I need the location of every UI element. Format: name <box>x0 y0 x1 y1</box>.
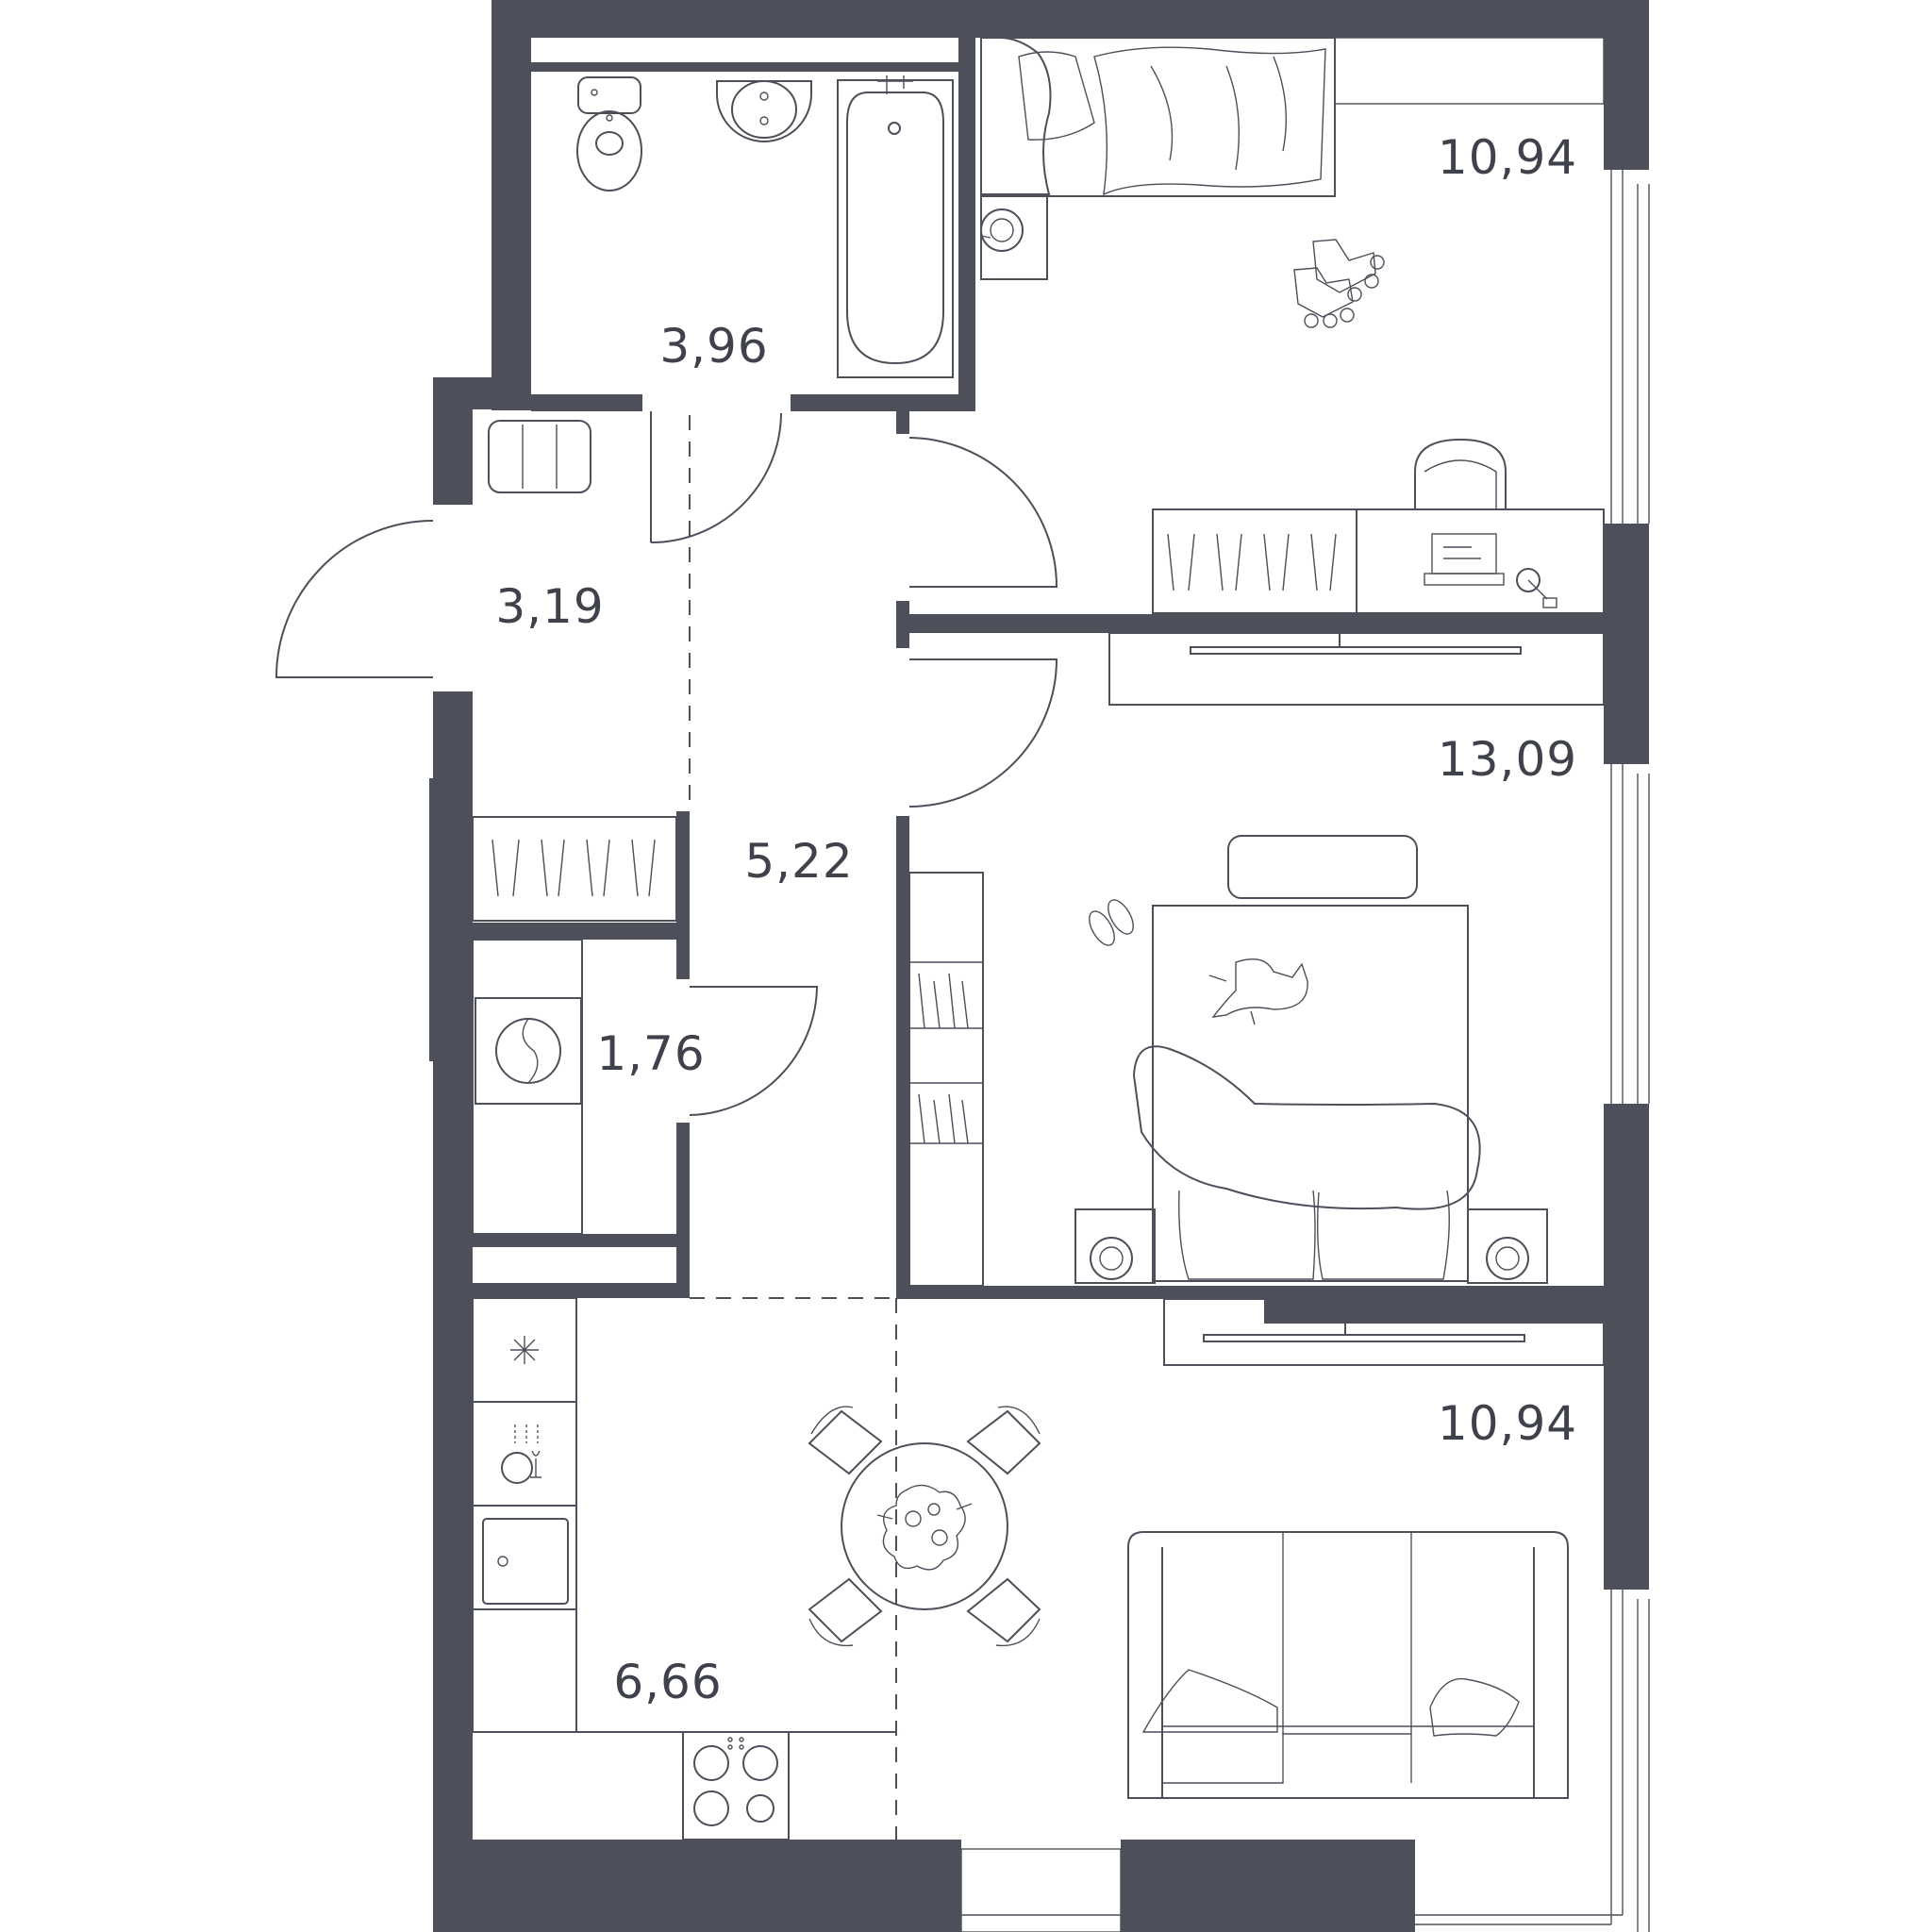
dishwasher-icon <box>472 1401 577 1507</box>
fridge-icon <box>472 1297 577 1403</box>
bed-icon <box>980 37 1336 197</box>
chair-icon <box>1414 438 1507 509</box>
sink-icon <box>716 80 812 142</box>
area-label-bathroom: 3,96 <box>659 319 768 374</box>
area-label-bedroom-small: 10,94 <box>1438 130 1577 185</box>
windows <box>960 37 1650 1932</box>
tv-stand-icon <box>1108 632 1605 706</box>
area-label-living: 10,94 <box>1438 1396 1577 1451</box>
walls <box>429 0 1649 1932</box>
slippers-icon <box>1089 899 1134 946</box>
cat-icon <box>1208 958 1308 1025</box>
nightstand-lamp-icon <box>1074 1208 1548 1284</box>
desk-icon <box>1152 508 1605 614</box>
area-label-storage: 1,76 <box>596 1026 705 1081</box>
bathtub-icon <box>837 75 954 378</box>
double-bed-icon <box>1132 835 1481 1282</box>
area-label-bedroom-main: 13,09 <box>1438 732 1577 787</box>
desk-lamp-icon <box>1516 568 1557 608</box>
doors <box>275 411 1058 1116</box>
area-label-hall: 5,22 <box>744 834 853 889</box>
kitchen-sink-icon <box>472 1505 577 1610</box>
area-label-kitchen: 6,66 <box>613 1655 722 1709</box>
washing-machine-icon <box>475 997 582 1105</box>
wardrobe-icon <box>472 816 677 922</box>
storage-shelves <box>472 939 583 1235</box>
nightstand-lamp-icon <box>980 195 1048 280</box>
cooktop-icon <box>682 1731 790 1840</box>
area-labels: 3,96 3,19 5,22 1,76 10,94 13,09 6,66 10,… <box>495 130 1577 1709</box>
area-label-entry: 3,19 <box>495 579 604 634</box>
dining-table-icon <box>808 1406 1041 1647</box>
sofa-icon <box>1127 1531 1569 1799</box>
laptop-icon <box>1424 533 1505 586</box>
wardrobe-icon <box>908 872 984 1287</box>
zone-dividers <box>689 415 897 1840</box>
toilet-icon <box>576 76 642 192</box>
bench-icon <box>488 420 591 493</box>
tv-stand-icon <box>1163 1298 1605 1366</box>
roller-skates-icon <box>1293 239 1385 328</box>
